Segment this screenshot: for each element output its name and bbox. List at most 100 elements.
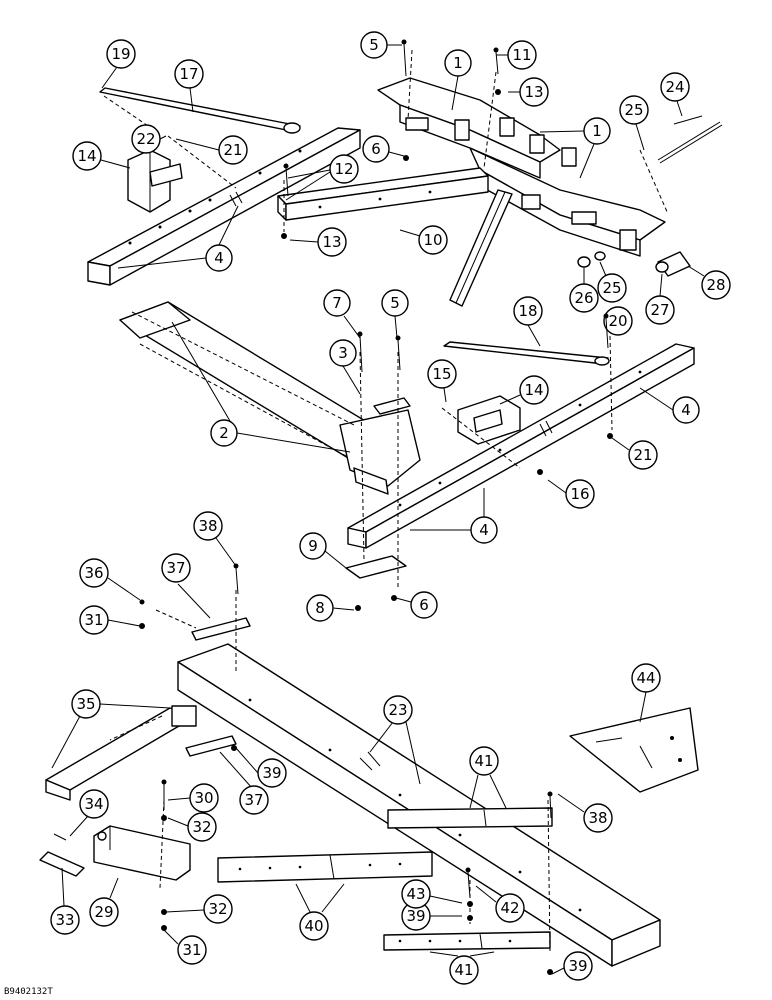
callout-18: 18 (513, 296, 543, 347)
callout-41b: 41 (429, 951, 495, 985)
callout-33-label: 33 (55, 911, 74, 929)
callout-5b-label: 5 (390, 294, 400, 312)
hitch-bracket (93, 825, 191, 881)
lower-cross-tube (347, 343, 695, 549)
callout-37b: 37 (219, 751, 269, 815)
callout-15-label: 15 (432, 365, 451, 383)
callout-40: 40 (295, 883, 345, 941)
callout-3: 3 (329, 339, 361, 395)
callout-23: 23 (369, 695, 421, 785)
callout-1b-label: 1 (592, 122, 602, 140)
middle-plates (345, 397, 411, 579)
callout-4b-label: 4 (681, 401, 691, 419)
callout-18-label: 18 (518, 302, 537, 320)
middle-strap (443, 341, 610, 366)
callout-20-label: 20 (608, 312, 627, 330)
callout-28-label: 28 (706, 276, 725, 294)
callout-5a: 5 (360, 31, 402, 59)
callout-41a-label: 41 (474, 752, 493, 770)
callout-1a-label: 1 (453, 54, 463, 72)
callout-25a-label: 25 (624, 101, 643, 119)
callout-13b-label: 13 (322, 233, 341, 251)
callout-2-label: 2 (219, 424, 229, 442)
callout-25b: 25 (597, 261, 627, 303)
callout-17-label: 17 (179, 65, 198, 83)
callout-44: 44 (631, 663, 661, 723)
callout-19-label: 19 (111, 45, 130, 63)
callout-22: 22 (131, 124, 167, 154)
callout-11-label: 11 (512, 46, 531, 64)
callout-42: 42 (475, 885, 525, 923)
middle-right-bracket (457, 395, 521, 445)
callout-10: 10 (399, 225, 448, 255)
callout-14b-label: 14 (524, 381, 543, 399)
callout-30: 30 (167, 783, 219, 813)
callout-36: 36 (79, 558, 141, 601)
callout-39c: 39 (551, 951, 593, 981)
callout-16-label: 16 (570, 485, 589, 503)
callout-29: 29 (89, 877, 119, 927)
callout-21b-label: 21 (633, 446, 652, 464)
drawing-code: B9402132T (4, 987, 53, 997)
callout-6b-label: 6 (419, 596, 429, 614)
callout-4a-label: 4 (214, 249, 224, 267)
callout-32b: 32 (165, 894, 233, 924)
callout-1b: 1 (539, 117, 611, 179)
callout-25b-label: 25 (602, 279, 621, 297)
long-splice-plate (217, 851, 433, 883)
callout-24-label: 24 (665, 78, 684, 96)
callout-21a: 21 (175, 135, 248, 165)
callout-14b: 14 (499, 375, 549, 405)
callout-32a: 32 (167, 812, 217, 842)
callout-20: 20 (603, 306, 633, 336)
callout-26: 26 (569, 268, 599, 313)
callout-9: 9 (299, 532, 347, 569)
callout-39a: 39 (235, 747, 287, 788)
callout-43-label: 43 (406, 885, 425, 903)
callout-4a: 4 (117, 205, 239, 272)
callout-1a: 1 (444, 49, 472, 111)
callout-31a: 31 (79, 605, 141, 635)
callout-35: 35 (51, 689, 171, 769)
callout-5b: 5 (381, 289, 409, 339)
center-hitch-frame (377, 77, 666, 257)
callout-38a: 38 (193, 511, 237, 567)
callout-42-label: 42 (500, 899, 519, 917)
callout-41b-label: 41 (454, 961, 473, 979)
callout-6a-label: 6 (371, 140, 381, 158)
callout-17: 17 (174, 59, 204, 113)
callout-24: 24 (660, 72, 690, 117)
callout-8: 8 (306, 594, 355, 622)
callout-31a-label: 31 (84, 611, 103, 629)
callout-39c-label: 39 (568, 957, 587, 975)
callout-31b: 31 (163, 929, 207, 965)
callout-38b-label: 38 (588, 809, 607, 827)
callout-9-label: 9 (308, 537, 318, 555)
callout-13a: 13 (508, 77, 549, 107)
callout-35-label: 35 (76, 695, 95, 713)
callout-5a-label: 5 (369, 36, 379, 54)
diagonal-brace-angle (449, 189, 513, 307)
callout-39a-label: 39 (262, 764, 281, 782)
callout-13b: 13 (289, 227, 347, 257)
callout-41a: 41 (469, 746, 507, 809)
callout-31b-label: 31 (182, 941, 201, 959)
hardware-bolts-nuts (139, 39, 703, 975)
callout-2: 2 (171, 321, 351, 453)
callout-32a-label: 32 (192, 818, 211, 836)
callout-4c-label: 4 (479, 521, 489, 539)
callout-22-label: 22 (136, 130, 155, 148)
top-left-strap (99, 87, 301, 134)
callout-36-label: 36 (84, 564, 103, 582)
bottom-left-brace (45, 705, 197, 801)
left-frame-tube (87, 127, 361, 286)
callout-26-label: 26 (574, 289, 593, 307)
top-left-bracket (127, 149, 183, 213)
callout-3-label: 3 (338, 344, 348, 362)
callout-32b-label: 32 (208, 900, 227, 918)
callout-39b-label: 39 (406, 907, 425, 925)
lower-splice-bar (383, 931, 551, 951)
callout-40-label: 40 (304, 917, 323, 935)
callout-15: 15 (427, 359, 457, 403)
